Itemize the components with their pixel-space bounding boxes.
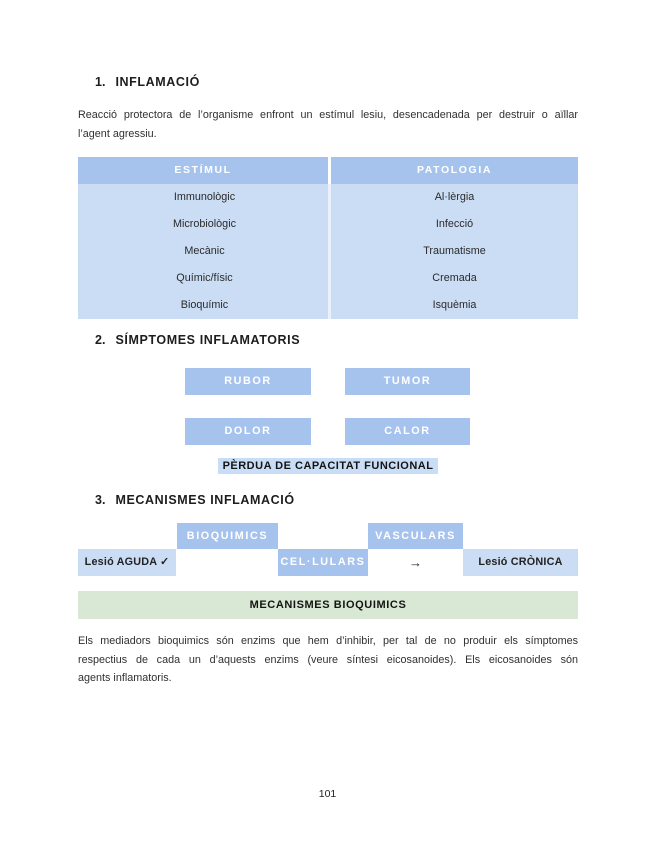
table-row: Mecànic Traumatisme — [78, 238, 578, 265]
table-header-patologia: PATOLOGIA — [331, 157, 578, 184]
section1-heading: 1. INFLAMACIÓ — [95, 75, 200, 89]
section2-number: 2. — [95, 333, 106, 347]
table-column-divider — [328, 157, 331, 184]
table-cell-estimul: Mecànic — [184, 245, 225, 257]
bioquimics-box: BIOQUIMICS — [177, 523, 278, 549]
tumor-box: TUMOR — [345, 368, 470, 395]
table-cell-patologia: Al·lèrgia — [434, 191, 475, 203]
arrow-cell: → — [368, 549, 463, 576]
section1-title: INFLAMACIÓ — [115, 75, 200, 89]
rubor-box: RUBOR — [185, 368, 311, 395]
table-column-divider — [328, 184, 331, 319]
section1-number: 1. — [95, 75, 106, 89]
vasculars-box: VASCULARS — [368, 523, 463, 549]
cellulars-box: CEL·LULARS — [278, 549, 368, 576]
page-number: 101 — [318, 788, 337, 800]
intro-paragraph: Reacció protectora de l’organisme enfron… — [78, 106, 578, 144]
section2-heading: 2. SÍMPTOMES INFLAMATORIS — [95, 333, 300, 347]
mecanismes-diagram: BIOQUIMICS VASCULARS Lesió AGUDA ✓ CEL·L… — [78, 523, 578, 576]
section3-number: 3. — [95, 493, 106, 507]
table-header-row: ESTÍMUL PATOLOGIA — [78, 157, 578, 184]
calor-box: CALOR — [345, 418, 470, 445]
table-row: Bioquímic Isquèmia — [78, 292, 578, 319]
table-cell-estimul: Bioquímic — [180, 299, 229, 311]
section3-title: MECANISMES INFLAMACIÓ — [115, 493, 295, 507]
body-paragraph-line: Els mediadors bioquimics són enzims que … — [78, 635, 578, 647]
body-paragraph-line: respectius de cada un d’aquests enzims (… — [78, 653, 578, 666]
section2-title: SÍMPTOMES INFLAMATORIS — [115, 333, 301, 347]
lesio-aguda-box: Lesió AGUDA ✓ — [78, 549, 176, 576]
table-body: Immunològic Al·lèrgia Microbiològic Infe… — [78, 184, 578, 319]
table-cell-estimul: Químic/físic — [176, 272, 233, 284]
body-paragraph-line: agents inflamatoris. — [78, 672, 172, 684]
intro-paragraph-line: Reacció protectora de l’organisme enfron… — [78, 109, 578, 121]
table-header-estimul: ESTÍMUL — [78, 157, 328, 184]
stimul-patologia-table: ESTÍMUL PATOLOGIA Immunològic Al·lèrgia … — [78, 157, 578, 319]
table-cell-patologia: Cremada — [432, 272, 477, 284]
table-cell-patologia: Infecció — [435, 218, 474, 230]
perdua-highlight-line: PÈRDUA DE CAPACITAT FUNCIONAL — [78, 456, 578, 474]
table-cell-patologia: Isquèmia — [432, 299, 477, 311]
intro-paragraph-line: l’agent agressiu. — [78, 128, 157, 140]
table-cell-patologia: Traumatisme — [423, 245, 486, 257]
table-cell-estimul: Immunològic — [173, 191, 236, 203]
table-row: Microbiològic Infecció — [78, 211, 578, 238]
table-row: Immunològic Al·lèrgia — [78, 184, 578, 211]
lesio-cronica-box: Lesió CRÒNICA — [463, 549, 578, 576]
dolor-box: DOLOR — [185, 418, 311, 445]
section3-heading: 3. MECANISMES INFLAMACIÓ — [95, 493, 295, 507]
mecanismes-bioquimics-banner: MECANISMES BIOQUIMICS — [78, 591, 578, 619]
perdua-highlight: PÈRDUA DE CAPACITAT FUNCIONAL — [217, 458, 439, 474]
table-row: Químic/físic Cremada — [78, 265, 578, 292]
page-content: 1. INFLAMACIÓ Reacció protectora de l’org… — [78, 0, 578, 848]
right-arrow-icon: → — [409, 555, 422, 570]
body-paragraph: Els mediadors bioquimics són enzims que … — [78, 632, 578, 688]
table-cell-estimul: Microbiològic — [172, 218, 236, 230]
